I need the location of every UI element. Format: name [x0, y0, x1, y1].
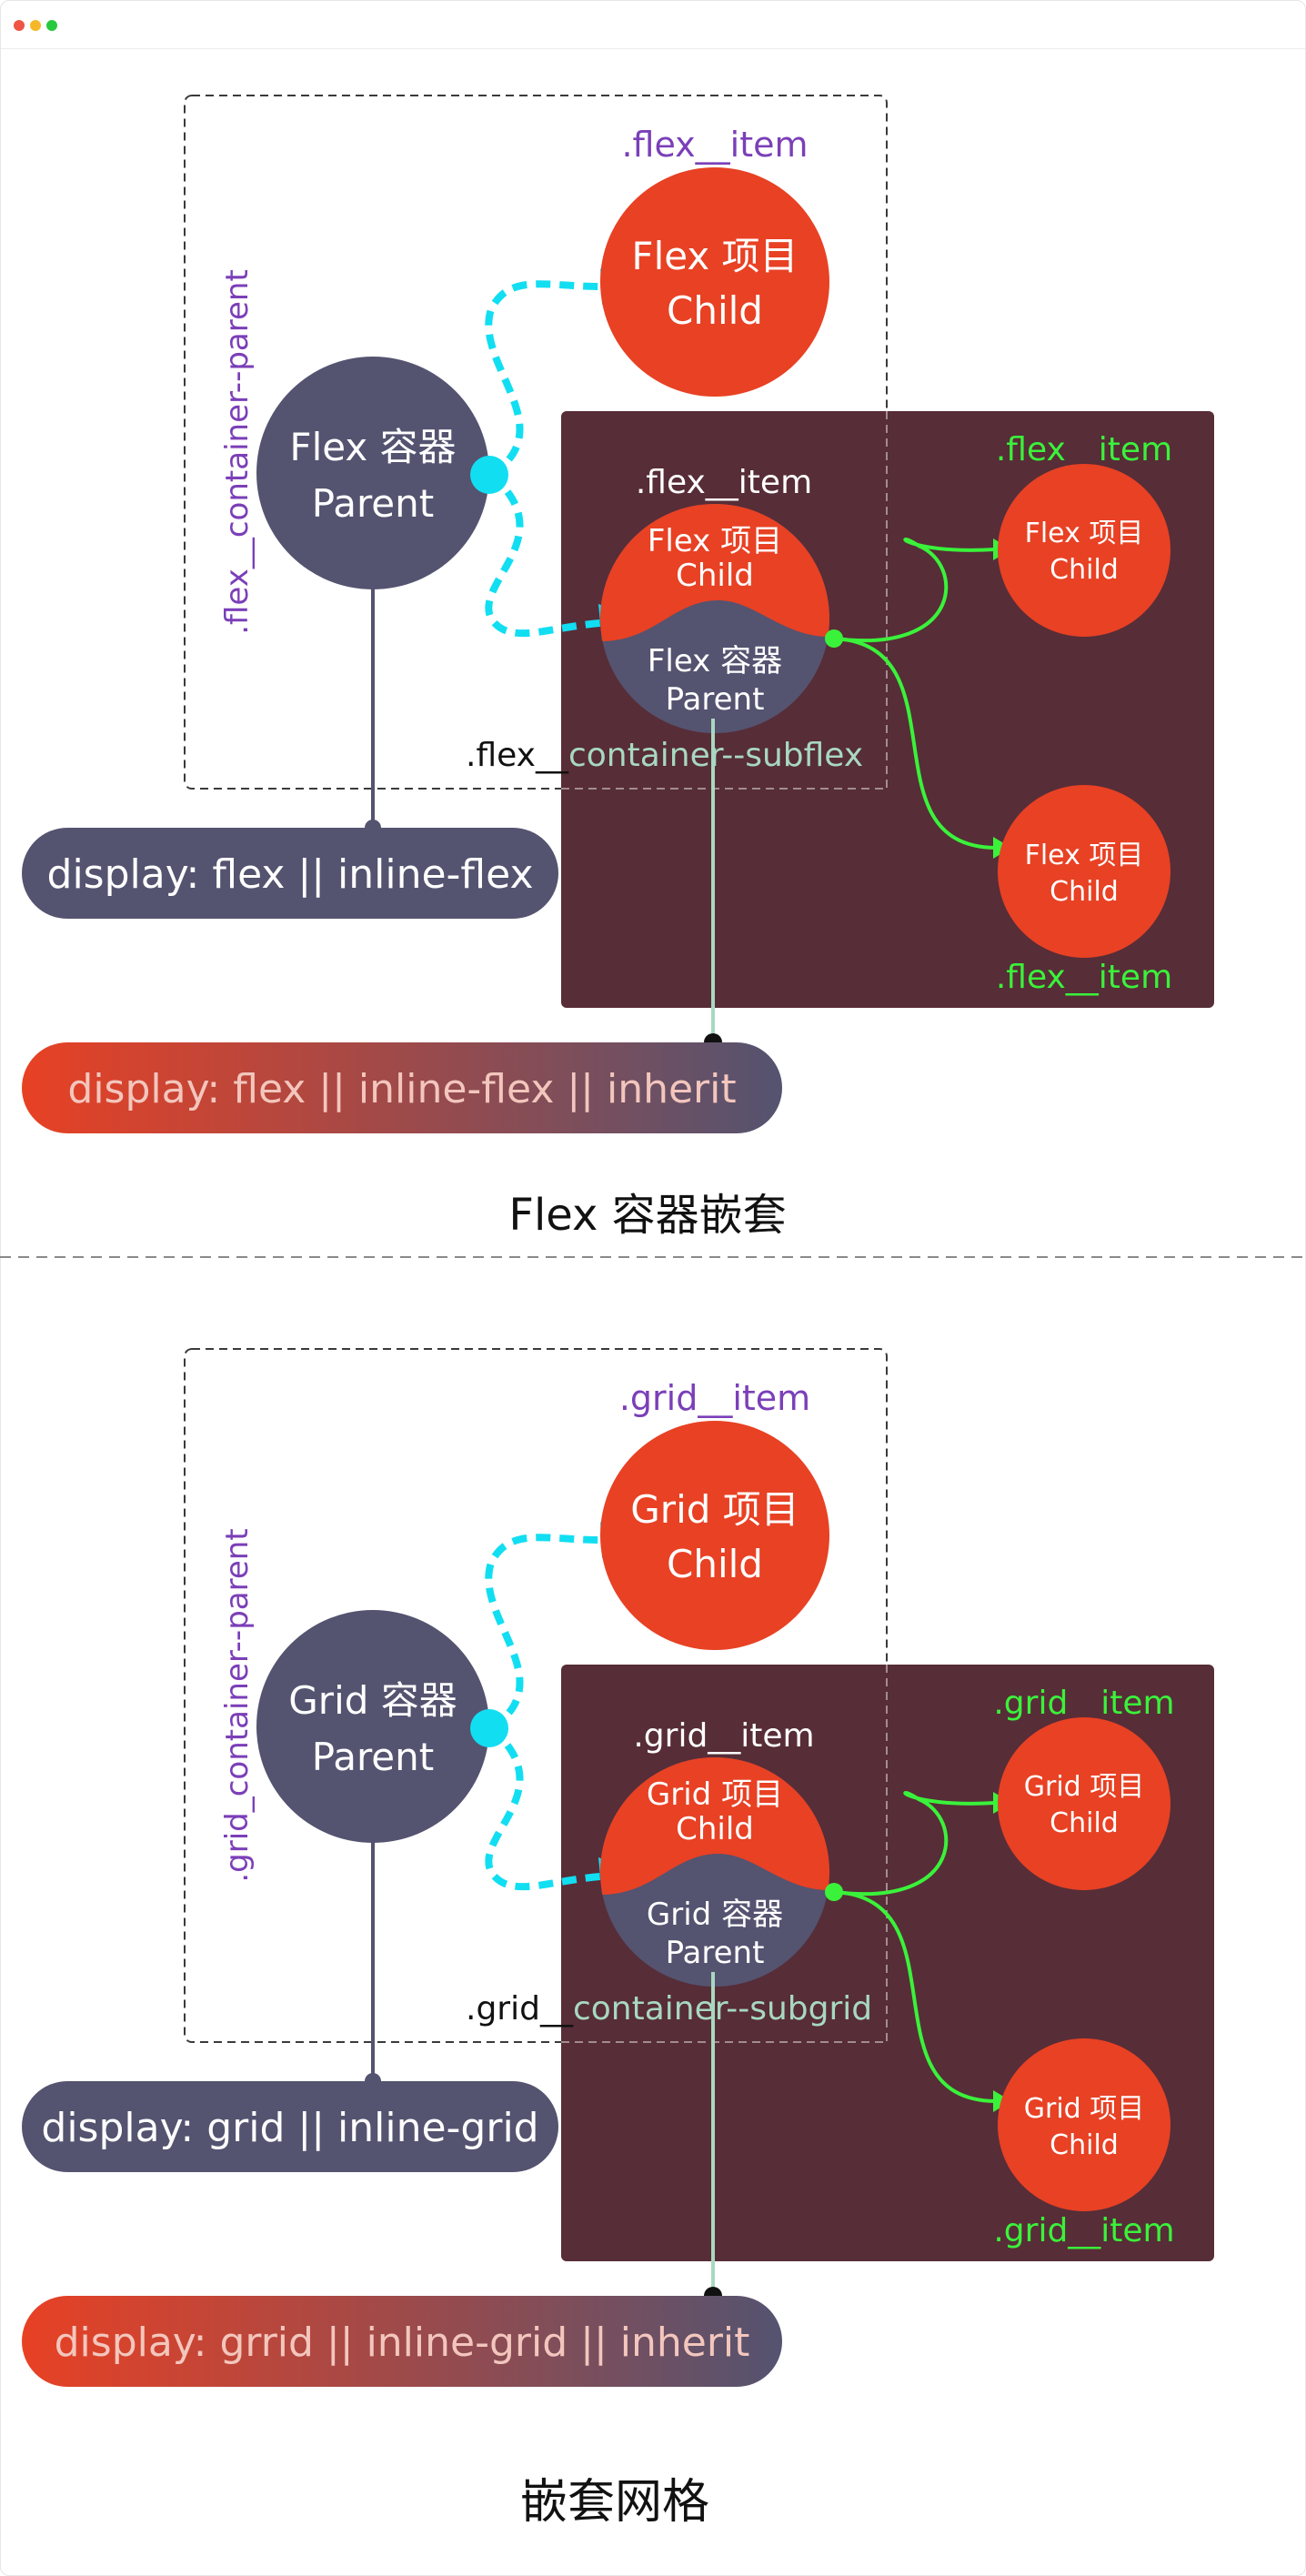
flex-sub-parent-subtitle: Parent [666, 681, 765, 718]
flex-green-origin-dot [825, 629, 843, 648]
grid-container-parent-label: .grid_container--parent [219, 1528, 256, 1882]
flex-arrow-origin-dot [470, 456, 508, 494]
flex-parent-circle [256, 357, 489, 589]
grid-top-item-label: .grid__item [619, 1378, 810, 1418]
flex-sub-item-subtitle: Child [676, 558, 754, 594]
grid-arrow-to-top-item [485, 1534, 601, 1732]
flex-right-top-item-label: .flex__item [996, 431, 1172, 468]
grid-right-top-item-title: Grid 项目 [1024, 1771, 1145, 1803]
flex-nesting-section: .flex__container--parent Flex 容器 Parent … [22, 95, 1214, 1241]
grid-right-bottom-item-label: .grid__item [993, 2212, 1174, 2249]
flex-right-bottom-item-circle [998, 785, 1170, 958]
flex-sub-item-label: .flex__item [636, 464, 812, 501]
grid-parent-display-text: display: grid || inline-grid [41, 2105, 538, 2151]
flex-arrow-to-sub-item [485, 471, 601, 638]
flex-parent-subtitle: Parent [312, 481, 434, 526]
grid-green-arrow-bottom [834, 1890, 996, 2103]
flex-top-item-label: .flex__item [621, 125, 808, 165]
flex-sub-item-title: Flex 项目 [648, 523, 782, 559]
flex-right-top-item-title: Flex 项目 [1025, 518, 1144, 549]
grid-right-top-item-subtitle: Child [1050, 1807, 1119, 1839]
grid-parent-subtitle: Parent [312, 1735, 434, 1779]
grid-green-arrow-top [834, 1791, 996, 1896]
grid-parent-circle [256, 1610, 489, 1843]
grid-arrow-to-sub-item [485, 1725, 601, 1891]
window-minimize-button[interactable] [30, 20, 41, 31]
grid-top-item-circle [600, 1421, 829, 1650]
flex-parent-title: Flex 容器 [289, 425, 456, 469]
grid-sub-display-pill [22, 2296, 782, 2387]
flex-top-item-title: Flex 项目 [631, 234, 798, 278]
flex-arrow-to-top-item [485, 280, 601, 478]
grid-nesting-section: .grid_container--parent Grid 容器 Parent .… [22, 1348, 1214, 2530]
grid-green-origin-dot [825, 1883, 843, 1901]
grid-sub-split-circle [600, 1757, 829, 1987]
grid-right-top-item-circle [998, 1717, 1170, 1890]
grid-right-bottom-item-circle [998, 2038, 1170, 2211]
flex-green-arrow-bottom [834, 637, 996, 850]
flex-container-parent-label: .flex__container--parent [219, 269, 256, 635]
flex-sub-display-pill [22, 1042, 782, 1133]
flex-top-item-subtitle: Child [667, 288, 763, 333]
grid-sub-item-subtitle: Child [676, 1811, 754, 1847]
flex-right-top-item-subtitle: Child [1050, 554, 1119, 586]
flex-right-top-item-circle [998, 464, 1170, 637]
grid-right-bottom-item-subtitle: Child [1050, 2129, 1119, 2161]
flex-sub-parent-title: Flex 容器 [648, 643, 782, 679]
flex-parent-display-pill [22, 828, 558, 919]
window-close-button[interactable] [14, 20, 25, 31]
flex-section-title: Flex 容器嵌套 [508, 1190, 786, 1241]
flex-top-item-circle [600, 167, 829, 397]
grid-top-item-title: Grid 项目 [630, 1487, 799, 1532]
window-titlebar [1, 1, 1305, 49]
window-maximize-button[interactable] [46, 20, 57, 31]
flex-subcontainer-label: .flex__container--subflex [466, 737, 863, 774]
grid-top-item-subtitle: Child [667, 1542, 763, 1586]
flex-right-bottom-item-title: Flex 项目 [1025, 840, 1144, 871]
grid-parent-display-pill [22, 2081, 558, 2172]
grid-right-top-item-label: .grid__item [993, 1685, 1174, 1722]
grid-sub-item-title: Grid 项目 [647, 1776, 783, 1813]
grid-sub-display-text: display: grrid || inline-grid || inherit [55, 2319, 750, 2366]
flex-sub-display-text: display: flex || inline-flex || inherit [67, 1066, 736, 1112]
flex-right-bottom-item-label: .flex__item [996, 959, 1172, 996]
grid-subcontainer-label: .grid__container--subgrid [466, 1990, 872, 2028]
grid-arrow-origin-dot [470, 1709, 508, 1747]
grid-sub-parent-title: Grid 容器 [647, 1897, 783, 1933]
grid-sub-item-label: .grid__item [633, 1717, 814, 1755]
flex-green-arrow-top [834, 538, 996, 642]
grid-section-title: 嵌套网格 [520, 2475, 709, 2530]
grid-sub-parent-subtitle: Parent [666, 1935, 765, 1971]
flex-right-bottom-item-subtitle: Child [1050, 876, 1119, 908]
grid-right-bottom-item-title: Grid 项目 [1024, 2093, 1145, 2125]
grid-parent-title: Grid 容器 [288, 1678, 457, 1723]
flex-sub-split-circle [600, 504, 829, 733]
flex-parent-display-text: display: flex || inline-flex [47, 851, 534, 898]
